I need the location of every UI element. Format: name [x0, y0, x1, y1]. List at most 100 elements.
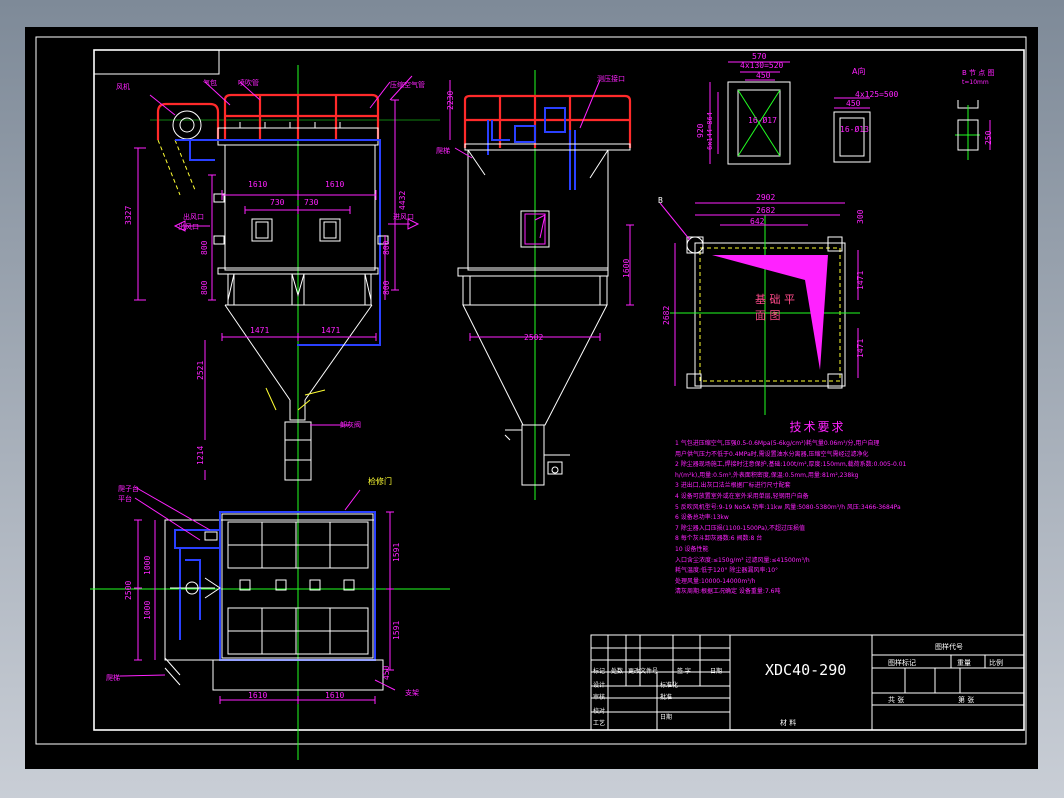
title-scale: 比例 — [989, 659, 1003, 667]
label-air-in: 出风口 — [178, 223, 199, 231]
drawing-number-box — [93, 49, 220, 75]
label-b: B — [658, 196, 663, 205]
tech-requirement-line: 6 设备总功率:13kw — [675, 514, 729, 522]
dim-1471-c: 1471 — [856, 270, 865, 290]
dim-300: 300 — [856, 209, 865, 224]
tech-requirement-line: 7 除尘器入口压损(1100-1500Pa),不超过压损值 — [675, 524, 806, 532]
title-block-cell: 日期 — [660, 714, 673, 721]
dim-1610-a: 1610 — [248, 180, 268, 189]
dim-1591-b: 1591 — [392, 620, 401, 640]
label-valve: 气包 — [203, 79, 217, 87]
title-sheets: 共 张 — [888, 696, 905, 704]
dim-17-b: 16-Ø13 — [840, 125, 869, 134]
top-view — [90, 486, 450, 760]
tech-requirements-list: 1 气包进压缩空气,压强0.5-0.6Mpa(5-6kg/cm²)耗气量0.06… — [675, 439, 1020, 598]
dim-920: 920 — [696, 123, 705, 138]
title-block-cell: 处数 — [611, 668, 624, 675]
title-block-cell: 签 字 — [677, 668, 691, 675]
title-block-cell: 更改文件号 — [628, 668, 659, 675]
dim-4x130: 4x130=520 — [740, 61, 784, 70]
dim-2502: 2502 — [524, 333, 544, 342]
dim-450-a: 450 — [756, 71, 771, 80]
tech-requirement-line: 5 反吹风机型号:9-19 No5A 功率:11kw 风量:5080-5380m… — [675, 503, 901, 511]
dim-800-b: 800 — [200, 280, 209, 295]
tech-requirement-line: 用户供气压力不低于0.4MPa时,需设置油水分离器,压缩空气需经过滤净化 — [675, 450, 869, 458]
dim-1600: 1600 — [622, 258, 631, 278]
label-access-door: 检修门 — [368, 477, 392, 486]
dim-2902: 2902 — [756, 193, 776, 202]
title-block-cell: 日期 — [710, 668, 723, 675]
label-outlet: 出风口 — [183, 213, 204, 221]
title-block-cell: 工艺 — [593, 720, 606, 727]
dim-1471-b: 1471 — [321, 326, 341, 335]
dim-2682-a: 2682 — [756, 206, 776, 215]
title-block-cell: 批准 — [660, 694, 673, 701]
title-block-cell: 标准化 — [660, 682, 679, 689]
drawing-sheet — [25, 27, 1038, 769]
tech-requirement-line: 1 气包进压缩空气,压强0.5-0.6Mpa(5-6kg/cm²)耗气量0.06… — [675, 440, 880, 447]
dim-450: 450 — [382, 665, 391, 680]
dim-800-d: 800 — [382, 280, 391, 295]
tech-requirement-line: 清灰周期:根据工况确定 设备重量:7.6吨 — [675, 588, 781, 596]
dim-1591-a: 1591 — [392, 542, 401, 562]
tech-requirement-line: 4 设备可放置室外或在室外采用单层,轻钢用户自备 — [675, 492, 809, 500]
dim-1000-b: 1000 — [143, 600, 152, 620]
label-view-b: B 节 点 图 — [962, 69, 995, 77]
detail-views — [709, 61, 991, 165]
foundation-title: 基 础 平 面 图 — [755, 293, 795, 322]
label-fan: 风机 — [116, 83, 130, 91]
tech-requirement-line: 耗气温度:低于120° 除尘器漏风率:10° — [675, 567, 779, 575]
title-block-cell: 标记 — [593, 668, 606, 675]
model-number: XDC40-290 — [765, 661, 847, 679]
label-view-b-note: t=10mm — [962, 79, 989, 86]
tech-requirement-line: 入口含尘浓度:≤150g/m³ 过滤风量:≤41500m³/h — [675, 556, 810, 564]
dim-3327: 3327 — [124, 205, 133, 225]
dim-2521: 2521 — [196, 360, 205, 380]
label-blowpipe: 喷吹管 — [238, 79, 259, 87]
title-drawing-no: 图样代号 — [935, 643, 963, 651]
dim-800-a: 800 — [200, 240, 209, 255]
dim-2682-b: 2682 — [662, 305, 671, 325]
foundation-plan — [659, 202, 860, 415]
dim-4x125: 4x125=500 — [855, 90, 899, 99]
dim-730-b: 730 — [304, 198, 319, 207]
tech-requirement-line: 10 设备性能 — [675, 545, 709, 553]
label-rotary-valve: 卸灰阀 — [340, 421, 361, 429]
title-block — [590, 634, 1025, 731]
dim-730-a: 730 — [270, 198, 285, 207]
dim-1471-d: 1471 — [856, 338, 865, 358]
dim-642: 642 — [750, 217, 765, 226]
dim-6x144: 6x144=864 — [706, 112, 714, 150]
tech-requirement-line: 处理风量:10000-14000m³/h — [675, 577, 756, 585]
tech-requirement-line: 3 进出口,出灰口法兰根据厂标进行尺寸配套 — [675, 482, 791, 490]
dim-2230: 2230 — [446, 90, 455, 110]
title-block-cell: 审核 — [593, 694, 606, 701]
dim-1214: 1214 — [196, 445, 205, 465]
dim-250: 250 — [984, 130, 993, 145]
label-top-b: 平台 — [118, 495, 132, 503]
title-block-cell: 设计 — [593, 682, 606, 689]
dim-4432: 4432 — [398, 190, 407, 210]
label-nozzle: 测压接口 — [597, 75, 625, 83]
tech-requirements-title: 技术要求 — [789, 420, 846, 434]
label-top-a: 爬子台 — [118, 485, 139, 493]
dim-1471-a: 1471 — [250, 326, 270, 335]
title-stage-mark: 图样标记 — [888, 659, 916, 667]
label-inlet: 进风口 — [393, 213, 414, 221]
title-block-cell: 校对 — [593, 708, 606, 715]
tech-requirement-line: h/(m²k),用量:0.5m³,外表面积密度,保温:0.5mm,用量:81m²… — [675, 471, 859, 479]
dim-17-a: 16-Ø17 — [748, 116, 777, 125]
label-top-c: 爬梯 — [106, 674, 120, 682]
dim-1000-a: 1000 — [143, 555, 152, 575]
dim-1610-d: 1610 — [325, 691, 345, 700]
label-view-a: A向 — [852, 67, 866, 76]
side-view — [449, 70, 634, 500]
dim-1610-c: 1610 — [248, 691, 268, 700]
dim-1610-b: 1610 — [325, 180, 345, 189]
front-view — [134, 65, 440, 760]
label-compressed-air: 压缩空气管 — [390, 81, 425, 89]
sheet-outer-border — [35, 36, 1027, 745]
dim-800-c: 800 — [382, 240, 391, 255]
